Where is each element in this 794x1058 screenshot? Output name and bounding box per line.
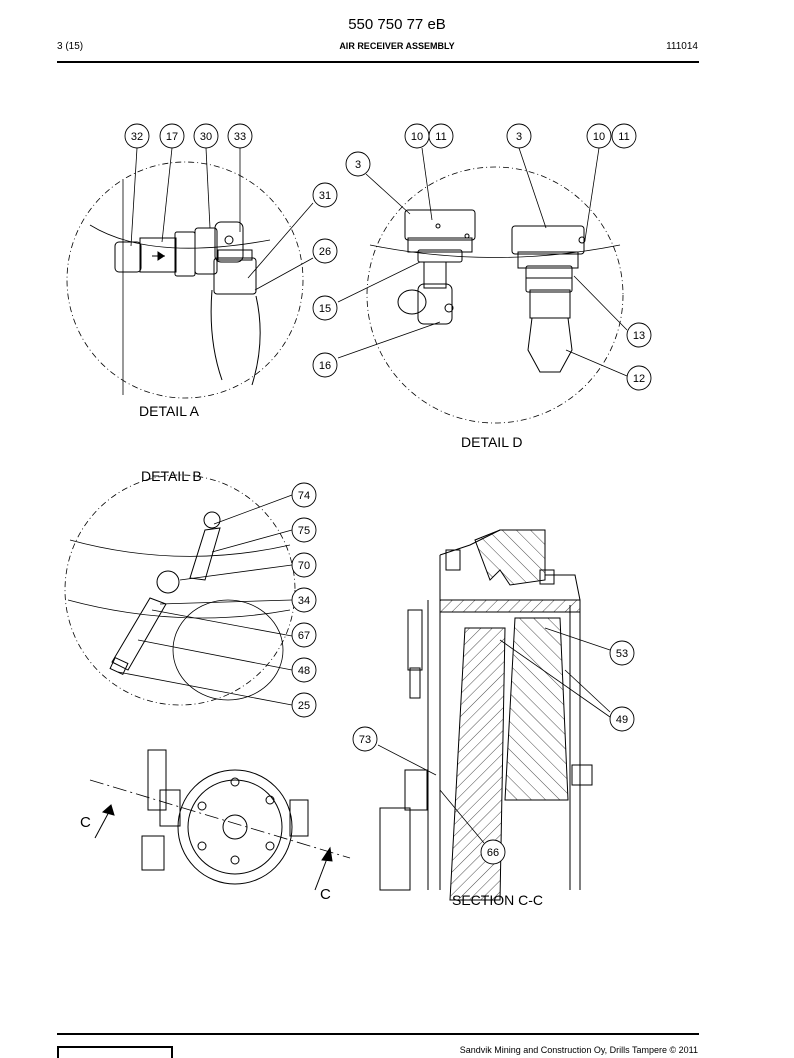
section-cc-leaders bbox=[377, 627, 611, 844]
callout-label: 3 bbox=[355, 159, 361, 171]
detail-d-drawing bbox=[366, 166, 624, 424]
callout-label: 32 bbox=[131, 131, 143, 143]
callout-label: 67 bbox=[298, 630, 310, 642]
callout-label: 10 bbox=[593, 131, 605, 143]
page-number: 3 (15) bbox=[57, 41, 84, 52]
callout-label: 30 bbox=[200, 131, 212, 143]
cut-mark-right: C bbox=[320, 886, 331, 903]
callout-label: 48 bbox=[298, 665, 310, 677]
footer-rule bbox=[57, 1033, 699, 1035]
callout-label: 66 bbox=[487, 847, 499, 859]
detail-a-drawing bbox=[66, 161, 304, 399]
callout-circles bbox=[124, 123, 652, 865]
document-date: 111014 bbox=[666, 41, 698, 52]
detail-a-label: DETAIL A bbox=[139, 403, 199, 419]
callout-labels: 32 17 30 33 31 26 10 11 3 10 11 3 15 16 … bbox=[131, 131, 645, 859]
callout-label: 31 bbox=[319, 190, 331, 202]
section-cc-drawing bbox=[379, 529, 593, 901]
header-rule bbox=[57, 61, 699, 63]
callout-label: 70 bbox=[298, 560, 310, 572]
callout-label: 74 bbox=[298, 490, 310, 502]
callout-label: 17 bbox=[166, 131, 178, 143]
callout-label: 15 bbox=[319, 303, 331, 315]
callout-label: 16 bbox=[319, 360, 331, 372]
section-cc-label: SECTION C-C bbox=[452, 892, 543, 908]
detail-b-leaders bbox=[117, 494, 293, 706]
detail-d-leaders bbox=[337, 147, 628, 377]
callout-label: 34 bbox=[298, 595, 310, 607]
cut-mark-left: C bbox=[80, 814, 91, 831]
callout-label: 25 bbox=[298, 700, 310, 712]
detail-b-label: DETAIL B bbox=[141, 468, 202, 484]
callout-label: 73 bbox=[359, 734, 371, 746]
detail-b-drawing bbox=[64, 474, 296, 706]
callout-label: 10 bbox=[411, 131, 423, 143]
callout-label: 11 bbox=[435, 131, 446, 143]
document-number: 550 750 77 eB bbox=[348, 16, 446, 33]
callout-label: 13 bbox=[633, 330, 645, 342]
detail-d-label: DETAIL D bbox=[461, 434, 523, 450]
detail-a-leaders bbox=[130, 147, 314, 291]
callout-label: 12 bbox=[633, 373, 645, 385]
callout-label: 33 bbox=[234, 131, 246, 143]
callout-label: 75 bbox=[298, 525, 310, 537]
callout-label: 53 bbox=[616, 648, 628, 660]
sandvik-logo bbox=[57, 1046, 173, 1058]
callout-label: 3 bbox=[516, 131, 522, 143]
callout-label: 26 bbox=[319, 246, 331, 258]
sheet-title: AIR RECEIVER ASSEMBLY bbox=[339, 41, 455, 51]
callout-label: 49 bbox=[616, 714, 628, 726]
footer-copyright: Sandvik Mining and Construction Oy, Dril… bbox=[459, 1045, 698, 1055]
plan-view-drawing bbox=[89, 749, 351, 891]
callout-label: 11 bbox=[618, 131, 629, 143]
